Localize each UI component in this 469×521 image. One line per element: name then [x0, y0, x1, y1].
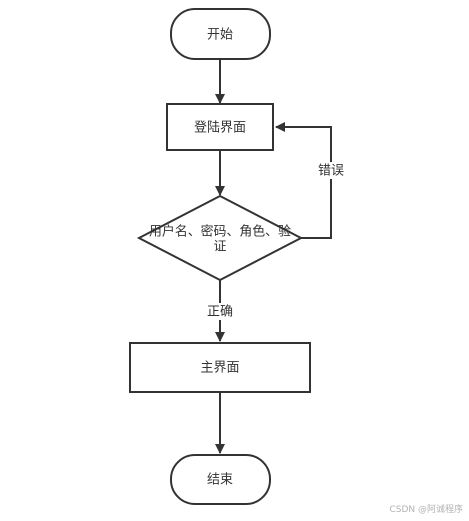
node-end-label: 结束 — [207, 473, 233, 488]
node-start-shape — [170, 8, 271, 60]
node-verify-label-line1: 用户名、密码、角色、验 — [149, 224, 291, 240]
node-verify-shape — [136, 194, 304, 282]
watermark-text: CSDN @阿诚程序 — [389, 505, 463, 515]
edge-verify-to-login-error — [275, 122, 332, 239]
node-login-shape — [166, 103, 274, 151]
node-verify-label-line2: 证 — [213, 240, 226, 255]
edge-correct-label-bg — [205, 303, 235, 320]
edge-error-label-bg — [317, 162, 346, 179]
edge-error-label: 错误 — [318, 164, 344, 179]
node-main-shape — [129, 342, 311, 393]
node-end-shape — [170, 454, 271, 505]
node-login-label: 登陆界面 — [194, 120, 246, 136]
node-start-label: 开始 — [207, 28, 233, 43]
edge-correct-label: 正确 — [207, 305, 233, 320]
node-main-label: 主界面 — [200, 361, 239, 376]
